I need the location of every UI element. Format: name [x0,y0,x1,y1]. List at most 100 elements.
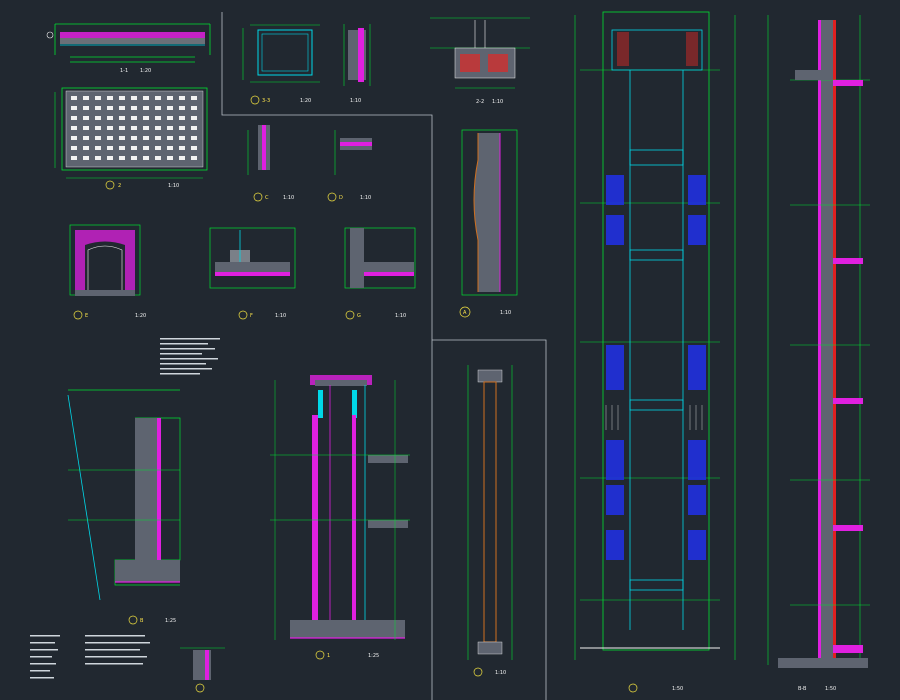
detail-tag-g: G [357,313,361,319]
panel-hole [95,116,101,120]
panel-hole [155,136,161,140]
panel-hole [95,156,101,160]
detail-tag-a: A [463,310,467,316]
panel-hole [71,96,77,100]
detail-1-1-strip: 1-1 1:20 [46,23,211,74]
detail-3-3-panel: 3-3 1:20 [242,24,320,105]
panel-hole [131,146,137,150]
scale-label: 1:50 [825,686,836,692]
panel-hole [143,96,149,100]
detail-tag-e: E [85,313,88,319]
panel-hole [107,156,113,160]
panel-hole [155,126,161,130]
panel-hole [143,106,149,110]
panel-hole [131,106,137,110]
scale-label: 1:10 [495,670,506,676]
panel-hole [179,106,185,110]
detail-2-2-header: 2-2 1:10 [430,17,530,105]
plinth-section-detail: B 1:25 [67,389,181,625]
sheet-partition-lines [221,12,547,700]
panel-hole [191,106,197,110]
panel-hole [107,136,113,140]
scale-label: 1:10 [360,195,371,201]
panel-hole [71,106,77,110]
panel-hole [83,126,89,130]
panel-hole [131,116,137,120]
panel-hole [179,126,185,130]
panel-hole [71,126,77,130]
column-profile-detail: A 1:10 [459,129,518,318]
panel-hole [191,146,197,150]
panel-hole [95,146,101,150]
arched-opening-detail: E 1:20 [69,224,146,320]
panel-hole [119,116,125,120]
panel-hole [107,126,113,130]
detail-tag-2-2: 2-2 [476,99,484,105]
panel-hole [119,126,125,130]
detail-tag-2: 2 [118,183,121,189]
panel-hole [131,156,137,160]
slender-column-elevation: 1:10 [467,365,513,677]
panel-hole [83,96,89,100]
panel-hole [179,136,185,140]
grid-panel-plan: 2 1:10 [54,87,208,190]
panel-hole [71,116,77,120]
step-sill-detail: F 1:10 [209,227,296,320]
panel-hole [143,116,149,120]
panel-hole [155,146,161,150]
panel-hole [191,96,197,100]
panel-hole [191,136,197,140]
panel-hole [83,106,89,110]
detail-tag-1-1: 1-1 [120,68,128,74]
section-tag-b-b: B-B [798,686,807,692]
wall-joint-detail: G 1:10 [344,227,416,320]
scale-label: 1:10 [168,183,179,189]
scale-label: 1:20 [140,68,151,74]
panel-hole [143,146,149,150]
joint-detail-b: D 1:10 [327,130,372,202]
detail-tag-f: F [250,313,253,319]
panel-hole [95,136,101,140]
scale-label: 1:10 [492,99,503,105]
panel-hole [107,146,113,150]
panel-hole [119,156,125,160]
scale-label: 1:20 [300,98,311,104]
panel-hole [155,96,161,100]
detail-tag-d: D [339,195,343,201]
tall-wall-section-detail: 1 1:25 [270,375,410,660]
panel-hole [167,96,173,100]
notes-block-upper [160,338,220,375]
panel-hole [119,136,125,140]
scale-label: 1:25 [368,653,379,659]
scale-label: 1:10 [395,313,406,319]
panel-hole [83,116,89,120]
scale-label: 1:10 [275,313,286,319]
panel-hole [179,146,185,150]
panel-hole [83,156,89,160]
panel-hole [167,156,173,160]
panel-hole [107,116,113,120]
panel-hole [155,116,161,120]
panel-hole [155,156,161,160]
panel-hole [155,106,161,110]
scale-label: 1:25 [165,618,176,624]
panel-hole [167,106,173,110]
panel-hole [71,136,77,140]
scale-label: 1:10 [283,195,294,201]
small-footing-detail [180,647,225,693]
scale-label: 1:20 [135,313,146,319]
panel-hole [119,106,125,110]
panel-hole [119,146,125,150]
notes-block-lower [30,635,150,679]
panel-hole [119,96,125,100]
panel-hole [179,116,185,120]
panel-hole [143,156,149,160]
panel-hole [167,116,173,120]
panel-hole [95,126,101,130]
panel-hole [95,106,101,110]
panel-hole [83,136,89,140]
panel-hole [71,156,77,160]
scale-label: 1:10 [350,98,361,104]
panel-hole [143,126,149,130]
